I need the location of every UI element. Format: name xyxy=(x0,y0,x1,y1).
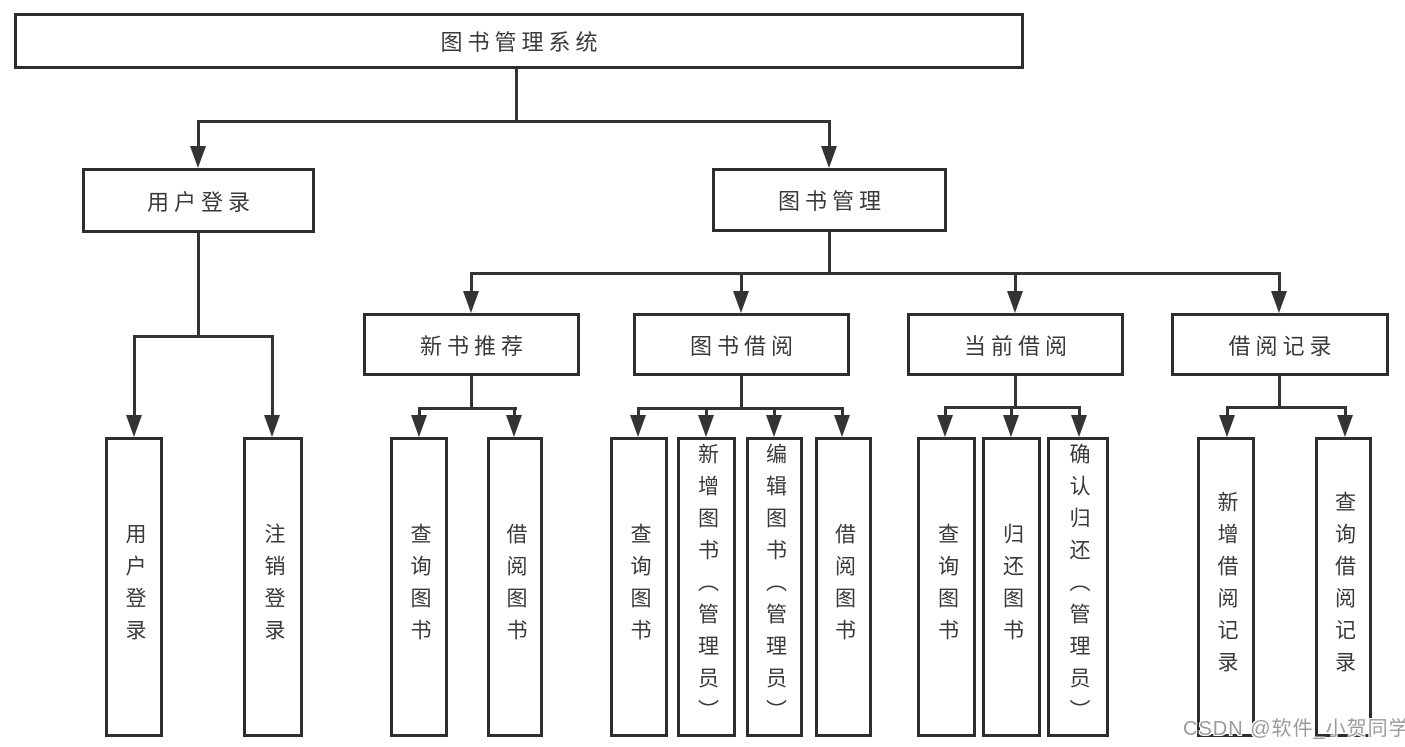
connector-drop xyxy=(271,335,274,417)
node-current-borrow-label: 当前借阅 xyxy=(963,333,1072,359)
leaf-add-book-admin: 新增图书（管理员） xyxy=(677,437,736,737)
connector-drop xyxy=(418,407,421,417)
arrowhead xyxy=(1003,415,1019,437)
leaf-borrow-books: 借阅图书 xyxy=(815,437,872,737)
connector-branch xyxy=(637,407,844,410)
connector-drop xyxy=(1078,406,1081,417)
leaf-borrow-books-recommend-label: 借阅图书 xyxy=(504,523,527,651)
connector-drop xyxy=(133,335,136,417)
connector-stem xyxy=(515,69,518,120)
arrowhead xyxy=(1271,291,1287,313)
leaf-return-book: 归还图书 xyxy=(982,437,1041,737)
arrowhead xyxy=(506,415,522,437)
connector-stem xyxy=(740,376,743,407)
leaf-query-books-recommend-label: 查询图书 xyxy=(408,523,431,651)
leaf-borrow-books-label: 借阅图书 xyxy=(832,523,856,651)
connector-drop xyxy=(773,407,776,417)
arrowhead xyxy=(821,146,837,168)
node-book-management-label: 图书管理 xyxy=(777,189,886,214)
connector-drop xyxy=(513,407,516,417)
arrowhead xyxy=(1007,291,1023,313)
csdn-watermark: CSDN @软件_小贺同学 xyxy=(1183,718,1405,740)
node-user-login-label: 用户登录 xyxy=(146,189,255,215)
connector-stem xyxy=(1278,376,1281,406)
connector-drop xyxy=(1010,406,1013,417)
connector-drop xyxy=(740,272,743,292)
node-book-management: 图书管理 xyxy=(712,168,947,232)
leaf-query-books-borrow: 查询图书 xyxy=(610,437,668,737)
node-user-login: 用户登录 xyxy=(82,168,315,233)
connector-drop xyxy=(1226,406,1229,417)
leaf-borrow-books-recommend: 借阅图书 xyxy=(487,437,543,737)
connector-drop xyxy=(841,407,844,417)
leaf-add-book-admin-label: 新增图书（管理员） xyxy=(695,443,719,731)
connector-branch xyxy=(470,272,1281,275)
leaf-query-books-borrow-label: 查询图书 xyxy=(628,523,651,651)
leaf-add-borrow-record: 新增借阅记录 xyxy=(1197,437,1255,737)
connector-stem xyxy=(828,232,831,272)
arrowhead xyxy=(834,415,850,437)
arrowhead xyxy=(766,415,782,437)
leaf-query-borrow-record: 查询借阅记录 xyxy=(1315,437,1372,737)
node-root: 图书管理系统 xyxy=(14,13,1024,69)
leaf-logout: 注销登录 xyxy=(243,437,303,737)
leaf-edit-book-admin-label: 编辑图书（管理员） xyxy=(763,443,787,731)
connector-branch xyxy=(1226,406,1347,409)
node-borrow-records-label: 借阅记录 xyxy=(1228,333,1337,359)
node-borrow-records: 借阅记录 xyxy=(1171,313,1389,376)
arrowhead xyxy=(126,415,142,437)
leaf-edit-book-admin: 编辑图书（管理员） xyxy=(746,437,803,737)
node-current-borrow: 当前借阅 xyxy=(907,313,1124,376)
arrowhead xyxy=(1337,415,1353,437)
connector-branch xyxy=(197,120,831,123)
connector-branch xyxy=(133,335,274,338)
leaf-confirm-return-admin-label: 确认归还（管理员） xyxy=(1067,443,1090,731)
connector-drop xyxy=(1344,406,1347,417)
connector-stem xyxy=(1014,376,1017,406)
leaf-logout-label: 注销登录 xyxy=(262,523,285,651)
arrowhead xyxy=(264,415,280,437)
arrowhead xyxy=(937,415,953,437)
leaf-add-borrow-record-label: 新增借阅记录 xyxy=(1215,491,1238,683)
node-new-book-recommend-label: 新书推荐 xyxy=(419,333,528,359)
leaf-query-books-recommend: 查询图书 xyxy=(390,437,448,737)
node-book-borrow: 图书借阅 xyxy=(633,313,850,376)
connector-drop xyxy=(1014,272,1017,292)
connector-stem xyxy=(197,233,200,335)
connector-drop xyxy=(705,407,708,417)
arrowhead xyxy=(190,146,206,168)
node-root-label: 图书管理系统 xyxy=(440,30,603,55)
arrowhead xyxy=(1219,415,1235,437)
arrowhead xyxy=(411,415,427,437)
connector-branch xyxy=(418,407,517,410)
connector-stem xyxy=(470,376,473,407)
arrowhead xyxy=(698,415,714,437)
leaf-user-login-label: 用户登录 xyxy=(123,523,146,651)
arrowhead xyxy=(463,291,479,313)
node-new-book-recommend: 新书推荐 xyxy=(363,313,580,376)
connector-drop xyxy=(637,407,640,417)
connector-drop xyxy=(828,120,831,148)
arrowhead xyxy=(733,291,749,313)
leaf-query-books-current: 查询图书 xyxy=(917,437,976,737)
leaf-user-login: 用户登录 xyxy=(105,437,163,737)
leaf-return-book-label: 归还图书 xyxy=(1000,523,1024,651)
leaf-query-borrow-record-label: 查询借阅记录 xyxy=(1332,491,1356,683)
connector-drop xyxy=(470,272,473,292)
leaf-confirm-return-admin: 确认归还（管理员） xyxy=(1047,437,1109,737)
arrowhead xyxy=(1071,415,1087,437)
connector-drop xyxy=(1278,272,1281,292)
leaf-query-books-current-label: 查询图书 xyxy=(935,523,959,651)
arrowhead xyxy=(630,415,646,437)
node-book-borrow-label: 图书借阅 xyxy=(689,333,798,359)
connector-drop xyxy=(197,120,200,148)
connector-drop xyxy=(944,406,947,417)
